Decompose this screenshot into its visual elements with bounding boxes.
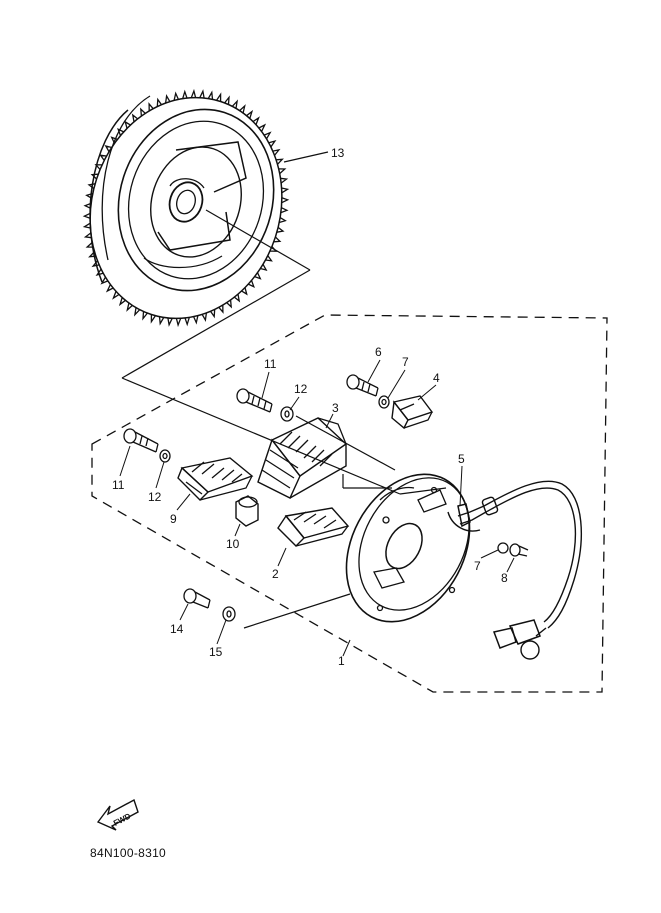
coil-3 bbox=[258, 418, 346, 498]
washer-7-right bbox=[498, 543, 508, 553]
label-9: 9 bbox=[170, 512, 177, 526]
label-10: 10 bbox=[226, 537, 240, 551]
label-12: 12 bbox=[294, 382, 308, 396]
label-14: 14 bbox=[170, 622, 184, 636]
washer-15 bbox=[223, 607, 235, 621]
wiring-harness bbox=[448, 481, 581, 659]
screw-8 bbox=[510, 544, 528, 556]
screw-11-left bbox=[124, 429, 158, 452]
alignment-lines bbox=[122, 210, 446, 628]
coil-9 bbox=[178, 458, 252, 500]
coil-2 bbox=[278, 508, 348, 546]
screw-14 bbox=[184, 589, 210, 608]
label-4: 4 bbox=[433, 371, 440, 385]
label-6: 6 bbox=[375, 345, 382, 359]
screw-11-top bbox=[237, 389, 272, 412]
part-labels: 13 6 7 4 11 12 3 11 12 9 10 5 2 7 8 14 1… bbox=[112, 146, 508, 668]
label-7: 7 bbox=[474, 559, 481, 573]
label-8: 8 bbox=[501, 571, 508, 585]
stator-base-plate bbox=[322, 453, 494, 643]
front-arrow-icon: FWD bbox=[98, 800, 138, 830]
washer-12-left bbox=[160, 450, 170, 462]
pickup-4 bbox=[392, 396, 432, 428]
label-5: 5 bbox=[458, 452, 465, 466]
label-1: 1 bbox=[338, 654, 345, 668]
screw-6 bbox=[347, 375, 378, 396]
label-15: 15 bbox=[209, 645, 223, 659]
label-7: 7 bbox=[402, 355, 409, 369]
washer-7-top bbox=[379, 396, 389, 408]
label-3: 3 bbox=[332, 401, 339, 415]
leader-13 bbox=[284, 152, 328, 162]
collar-10 bbox=[236, 496, 258, 526]
label-leaders bbox=[120, 360, 514, 656]
washer-12-top bbox=[281, 407, 293, 421]
label-11: 11 bbox=[264, 357, 277, 371]
label-13: 13 bbox=[331, 146, 345, 160]
flywheel-gear bbox=[62, 72, 310, 343]
drawing-code: 84N100-8310 bbox=[90, 846, 167, 860]
assembly-boundary-dashed bbox=[92, 315, 607, 692]
label-2: 2 bbox=[272, 567, 279, 581]
label-12: 12 bbox=[148, 490, 162, 504]
label-11: 11 bbox=[112, 478, 125, 492]
